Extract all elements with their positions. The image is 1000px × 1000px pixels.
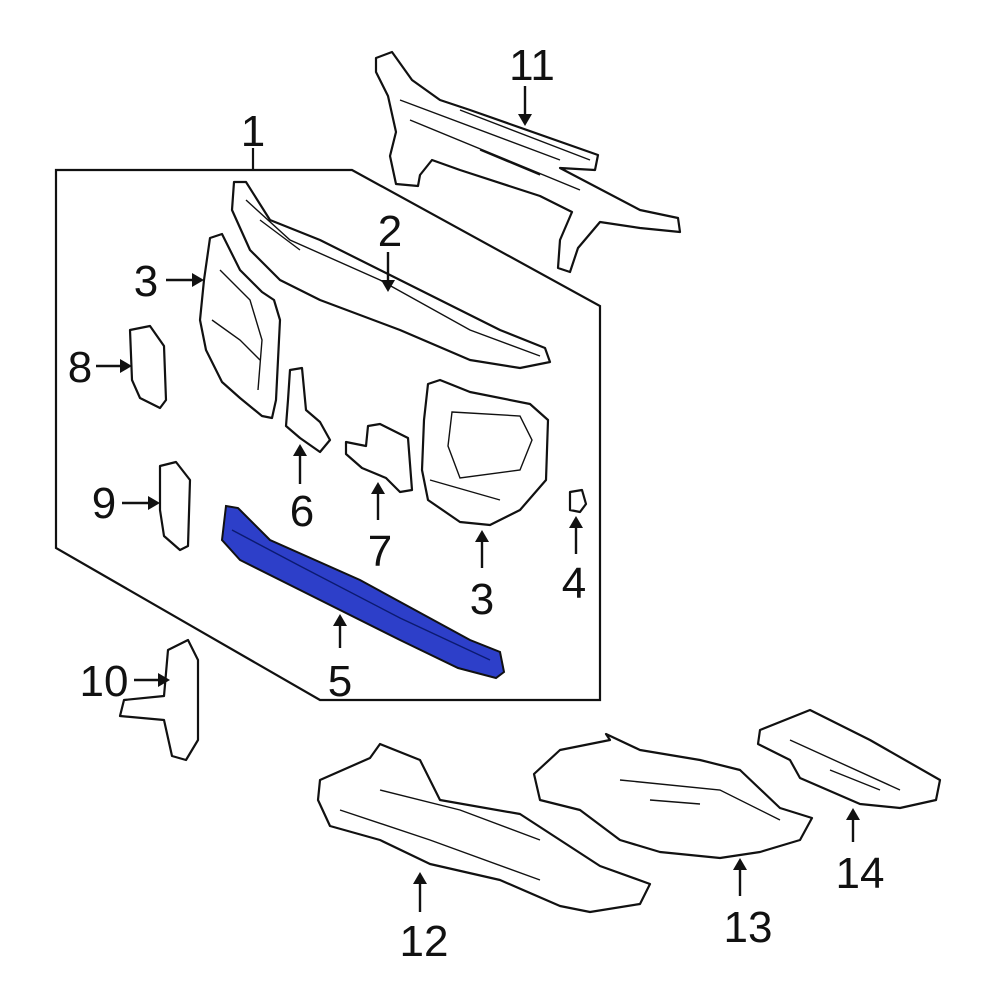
- arrow-7: [371, 482, 385, 520]
- part-5-lower-crossmember[interactable]: [220, 504, 506, 680]
- arrow-14: [846, 808, 860, 842]
- arrow-2: [381, 252, 395, 292]
- part-13-lower-cover[interactable]: [532, 732, 814, 860]
- arrow-4: [569, 516, 583, 554]
- arrow-11: [518, 86, 532, 126]
- callout-10: 10: [80, 657, 129, 706]
- callout-9: 9: [92, 479, 116, 528]
- arrow-12: [413, 872, 427, 912]
- callout-7: 7: [368, 527, 392, 576]
- part-2-upper-tie-bar[interactable]: [230, 180, 552, 370]
- part-8-bracket[interactable]: [128, 324, 168, 410]
- part-3-right-side-panel[interactable]: [420, 378, 550, 527]
- part-7-bracket[interactable]: [344, 422, 414, 494]
- arrow-3b: [475, 530, 489, 568]
- arrow-10: [134, 673, 170, 687]
- callout-4: 4: [562, 559, 586, 608]
- callout-14: 14: [836, 849, 885, 898]
- part-6-bracket[interactable]: [284, 366, 332, 454]
- callout-5: 5: [328, 657, 352, 706]
- assembly-frame: [54, 168, 602, 702]
- callout-11: 11: [509, 41, 555, 90]
- part-10-bracket[interactable]: [118, 638, 200, 762]
- part-9-bracket[interactable]: [158, 460, 192, 552]
- arrow-3a: [166, 273, 204, 287]
- part-3-left-side-panel[interactable]: [198, 232, 282, 420]
- callout-3-right: 3: [470, 575, 494, 624]
- part-14-rear-cover[interactable]: [756, 708, 942, 810]
- arrow-9: [122, 496, 160, 510]
- callout-3-left: 3: [134, 257, 158, 306]
- callout-1: 1: [241, 107, 265, 156]
- part-12-under-cover[interactable]: [316, 742, 652, 914]
- arrow-6: [293, 444, 307, 484]
- callout-2: 2: [378, 207, 402, 256]
- part-4-clip[interactable]: [568, 488, 588, 514]
- part-5-fill: [220, 504, 506, 680]
- arrow-13: [733, 858, 747, 896]
- callout-8: 8: [68, 343, 92, 392]
- part-11-upper-support[interactable]: [374, 50, 682, 274]
- arrow-5: [333, 614, 347, 648]
- callout-6: 6: [290, 487, 314, 536]
- arrow-8: [96, 359, 132, 373]
- callout-12: 12: [400, 917, 449, 966]
- callout-13: 13: [724, 903, 773, 952]
